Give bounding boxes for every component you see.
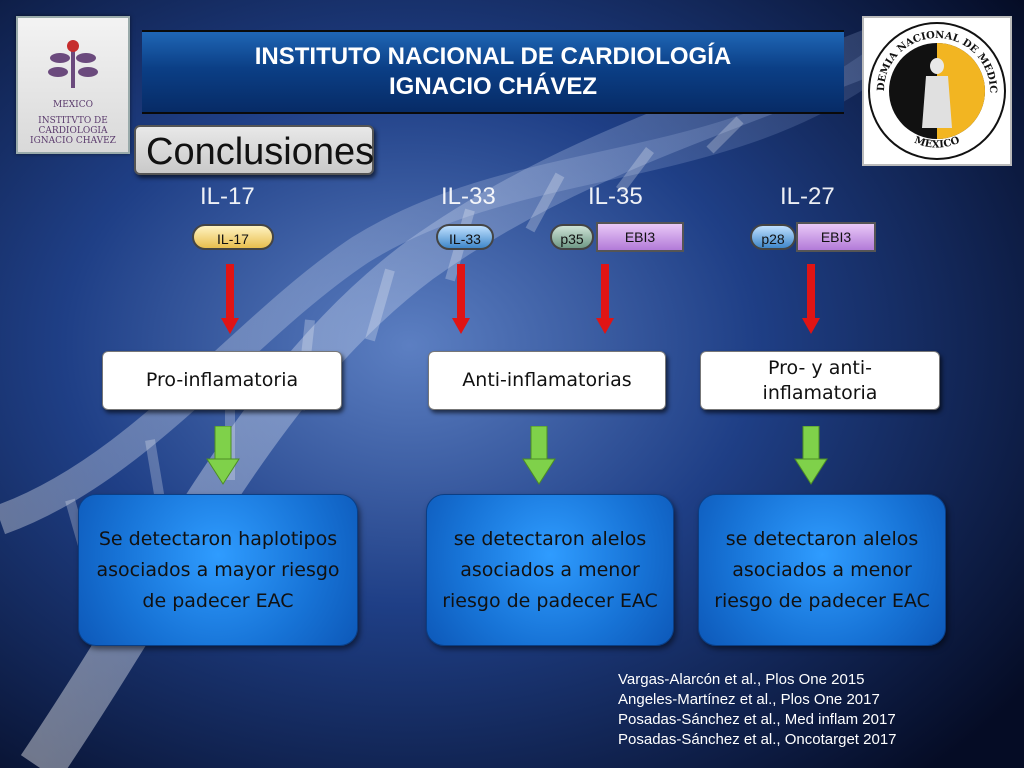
- green-arrow-3: [794, 426, 828, 485]
- effect-box-anti: Anti-inflamatorias: [428, 351, 666, 410]
- molecule-p35: p35: [550, 224, 594, 250]
- title-line-2: IGNACIO CHÁVEZ: [388, 73, 597, 100]
- heading-il17: IL-17: [200, 183, 255, 210]
- logo-left-text-2: INSTITVTO DE: [38, 116, 108, 126]
- reference-3: Posadas-Sánchez et al., Med inflam 2017: [618, 711, 896, 728]
- title-line-1: INSTITUTO NACIONAL DE CARDIOLOGÍA: [254, 43, 732, 70]
- title-banner: INSTITUTO NACIONAL DE CARDIOLOGÍA IGNACI…: [142, 30, 844, 114]
- finding-box-3: se detectaron alelos asociados a menor r…: [698, 494, 946, 646]
- heading-il35: IL-35: [588, 183, 643, 210]
- logo-left-text-3: CARDIOLOGIA: [38, 126, 108, 136]
- molecule-ebi3-il27: EBI3: [796, 222, 876, 252]
- reference-1: Vargas-Alarcón et al., Plos One 2015: [618, 671, 865, 688]
- green-arrow-2: [522, 426, 556, 485]
- effect-line-2: inflamatoria: [762, 381, 878, 404]
- effect-box-pro: Pro-inflamatoria: [102, 351, 342, 410]
- molecule-p28: p28: [750, 224, 796, 250]
- reference-4: Posadas-Sánchez et al., Oncotarget 2017: [618, 731, 897, 748]
- red-arrow-il17: [221, 264, 239, 334]
- seal-text-bottom: MEXICO: [913, 135, 962, 151]
- red-arrow-il35: [596, 264, 614, 334]
- logo-left-text-4: IGNACIO CHAVEZ: [30, 136, 116, 146]
- logo-left-text-1: MEXICO: [52, 100, 93, 110]
- finding-box-2: se detectaron alelos asociados a menor r…: [426, 494, 674, 646]
- academy-seal-icon: ACADEMIA NACIONAL DE MEDICINA MEXICO: [859, 10, 1006, 160]
- red-arrow-il33: [452, 264, 470, 334]
- red-arrow-il27: [802, 264, 820, 334]
- institute-logo: MEXICO INSTITVTO DE CARDIOLOGIA IGNACIO …: [16, 16, 130, 154]
- section-title: Conclusiones: [134, 125, 374, 175]
- effect-box-pro-anti: Pro- y anti- inflamatoria: [700, 351, 940, 410]
- molecule-il33: IL-33: [436, 224, 494, 250]
- references: Vargas-Alarcón et al., Plos One 2015 Ang…: [618, 670, 897, 750]
- reference-2: Angeles-Martínez et al., Plos One 2017: [618, 691, 880, 708]
- molecule-ebi3-il35: EBI3: [596, 222, 684, 252]
- finding-box-1: Se detectaron haplotipos asociados a may…: [78, 494, 358, 646]
- academy-logo: ACADEMIA NACIONAL DE MEDICINA MEXICO: [859, 10, 1012, 166]
- heading-il33: IL-33: [441, 183, 496, 210]
- green-arrow-1: [206, 426, 240, 485]
- molecule-il17: IL-17: [192, 224, 274, 250]
- plant-emblem-icon: [48, 40, 98, 88]
- heading-il27: IL-27: [780, 183, 835, 210]
- effect-line-1: Pro- y anti-: [768, 356, 872, 379]
